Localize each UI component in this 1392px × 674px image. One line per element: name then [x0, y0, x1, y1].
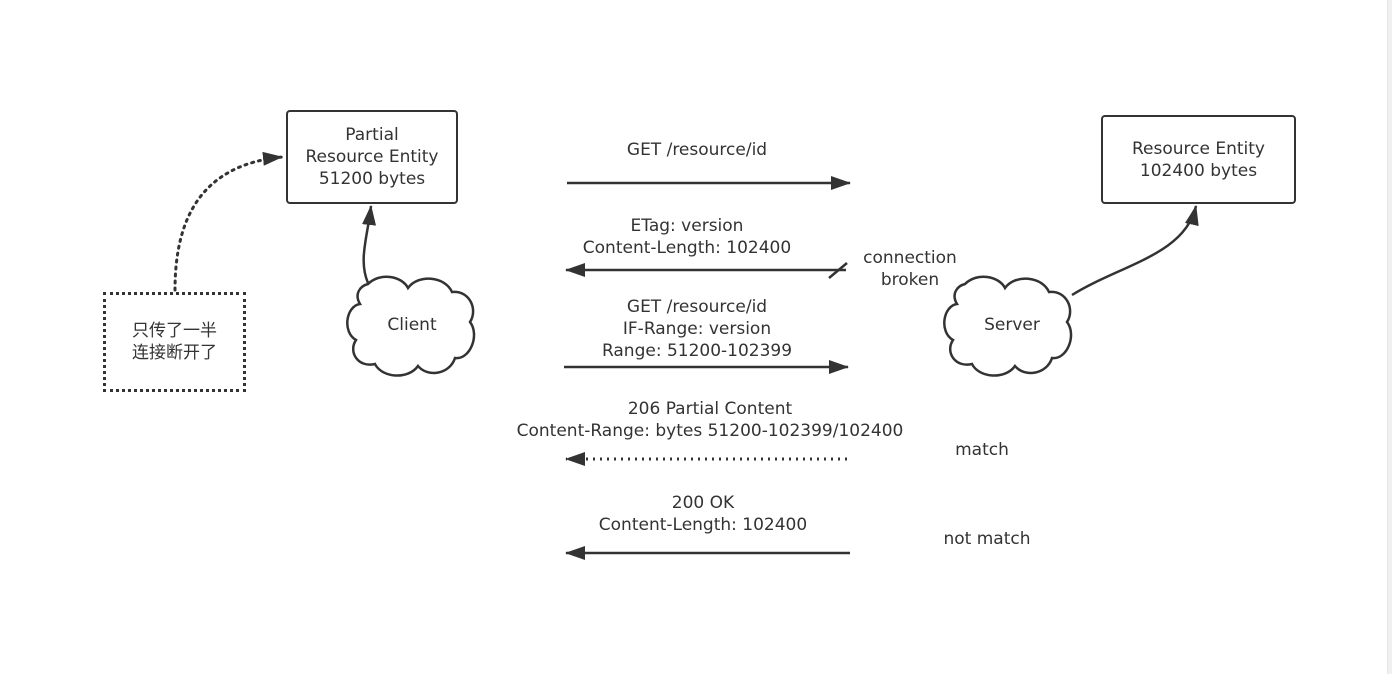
partial-entity-line: 51200 bytes — [318, 169, 426, 189]
note-line: 连接断开了 — [132, 343, 217, 363]
message-line: Content-Length: 102400 — [598, 515, 808, 535]
partial-entity-line: Partial — [345, 125, 399, 145]
server-to-entity-connector — [1071, 205, 1199, 297]
connection-broken-label: connection broken — [845, 247, 975, 291]
server-cloud — [943, 275, 1073, 377]
partial-entity-line: Resource Entity — [305, 147, 439, 167]
message-line: IF-Range: version — [622, 319, 772, 339]
message-line: 200 OK — [671, 493, 735, 513]
message-label-request-2: GET /resource/id IF-Range: version Range… — [547, 296, 847, 362]
message-line: GET /resource/id — [626, 297, 768, 317]
resource-entity-box: Resource Entity 102400 bytes — [1101, 115, 1296, 204]
match-label: match — [955, 440, 1009, 460]
client-cloud — [346, 275, 476, 377]
note-to-partial-connector — [173, 151, 284, 292]
client-to-partial-connector — [362, 205, 377, 284]
scrollbar[interactable] — [1387, 0, 1392, 674]
message-line: GET /resource/id — [626, 140, 768, 160]
message-label-response-1: ETag: version Content-Length: 102400 — [537, 215, 837, 259]
message-label-response-2: 206 Partial Content Content-Range: bytes… — [490, 398, 930, 442]
connection-broken-mark — [828, 262, 848, 279]
annotation-line: connection — [863, 248, 957, 268]
annotation-line: broken — [880, 270, 940, 290]
note-line: 只传了一半 — [132, 321, 217, 341]
entity-line: Resource Entity — [1132, 138, 1265, 159]
server-label: Server — [984, 315, 1040, 335]
client-label: Client — [387, 315, 437, 335]
message-line: Content-Length: 102400 — [582, 238, 792, 258]
not-match-label: not match — [943, 529, 1031, 549]
message-label-request-1: GET /resource/id — [547, 139, 847, 161]
message-line: Content-Range: bytes 51200-102399/102400 — [516, 421, 904, 441]
message-line: 206 Partial Content — [627, 399, 793, 419]
note-box: 只传了一半 连接断开了 — [103, 292, 246, 392]
message-line: ETag: version — [630, 216, 744, 236]
message-line: Range: 51200-102399 — [601, 341, 793, 361]
entity-line: 102400 bytes — [1139, 160, 1258, 181]
partial-resource-entity-box: Partial Resource Entity 51200 bytes — [286, 110, 458, 204]
message-label-response-3: 200 OK Content-Length: 102400 — [553, 492, 853, 536]
